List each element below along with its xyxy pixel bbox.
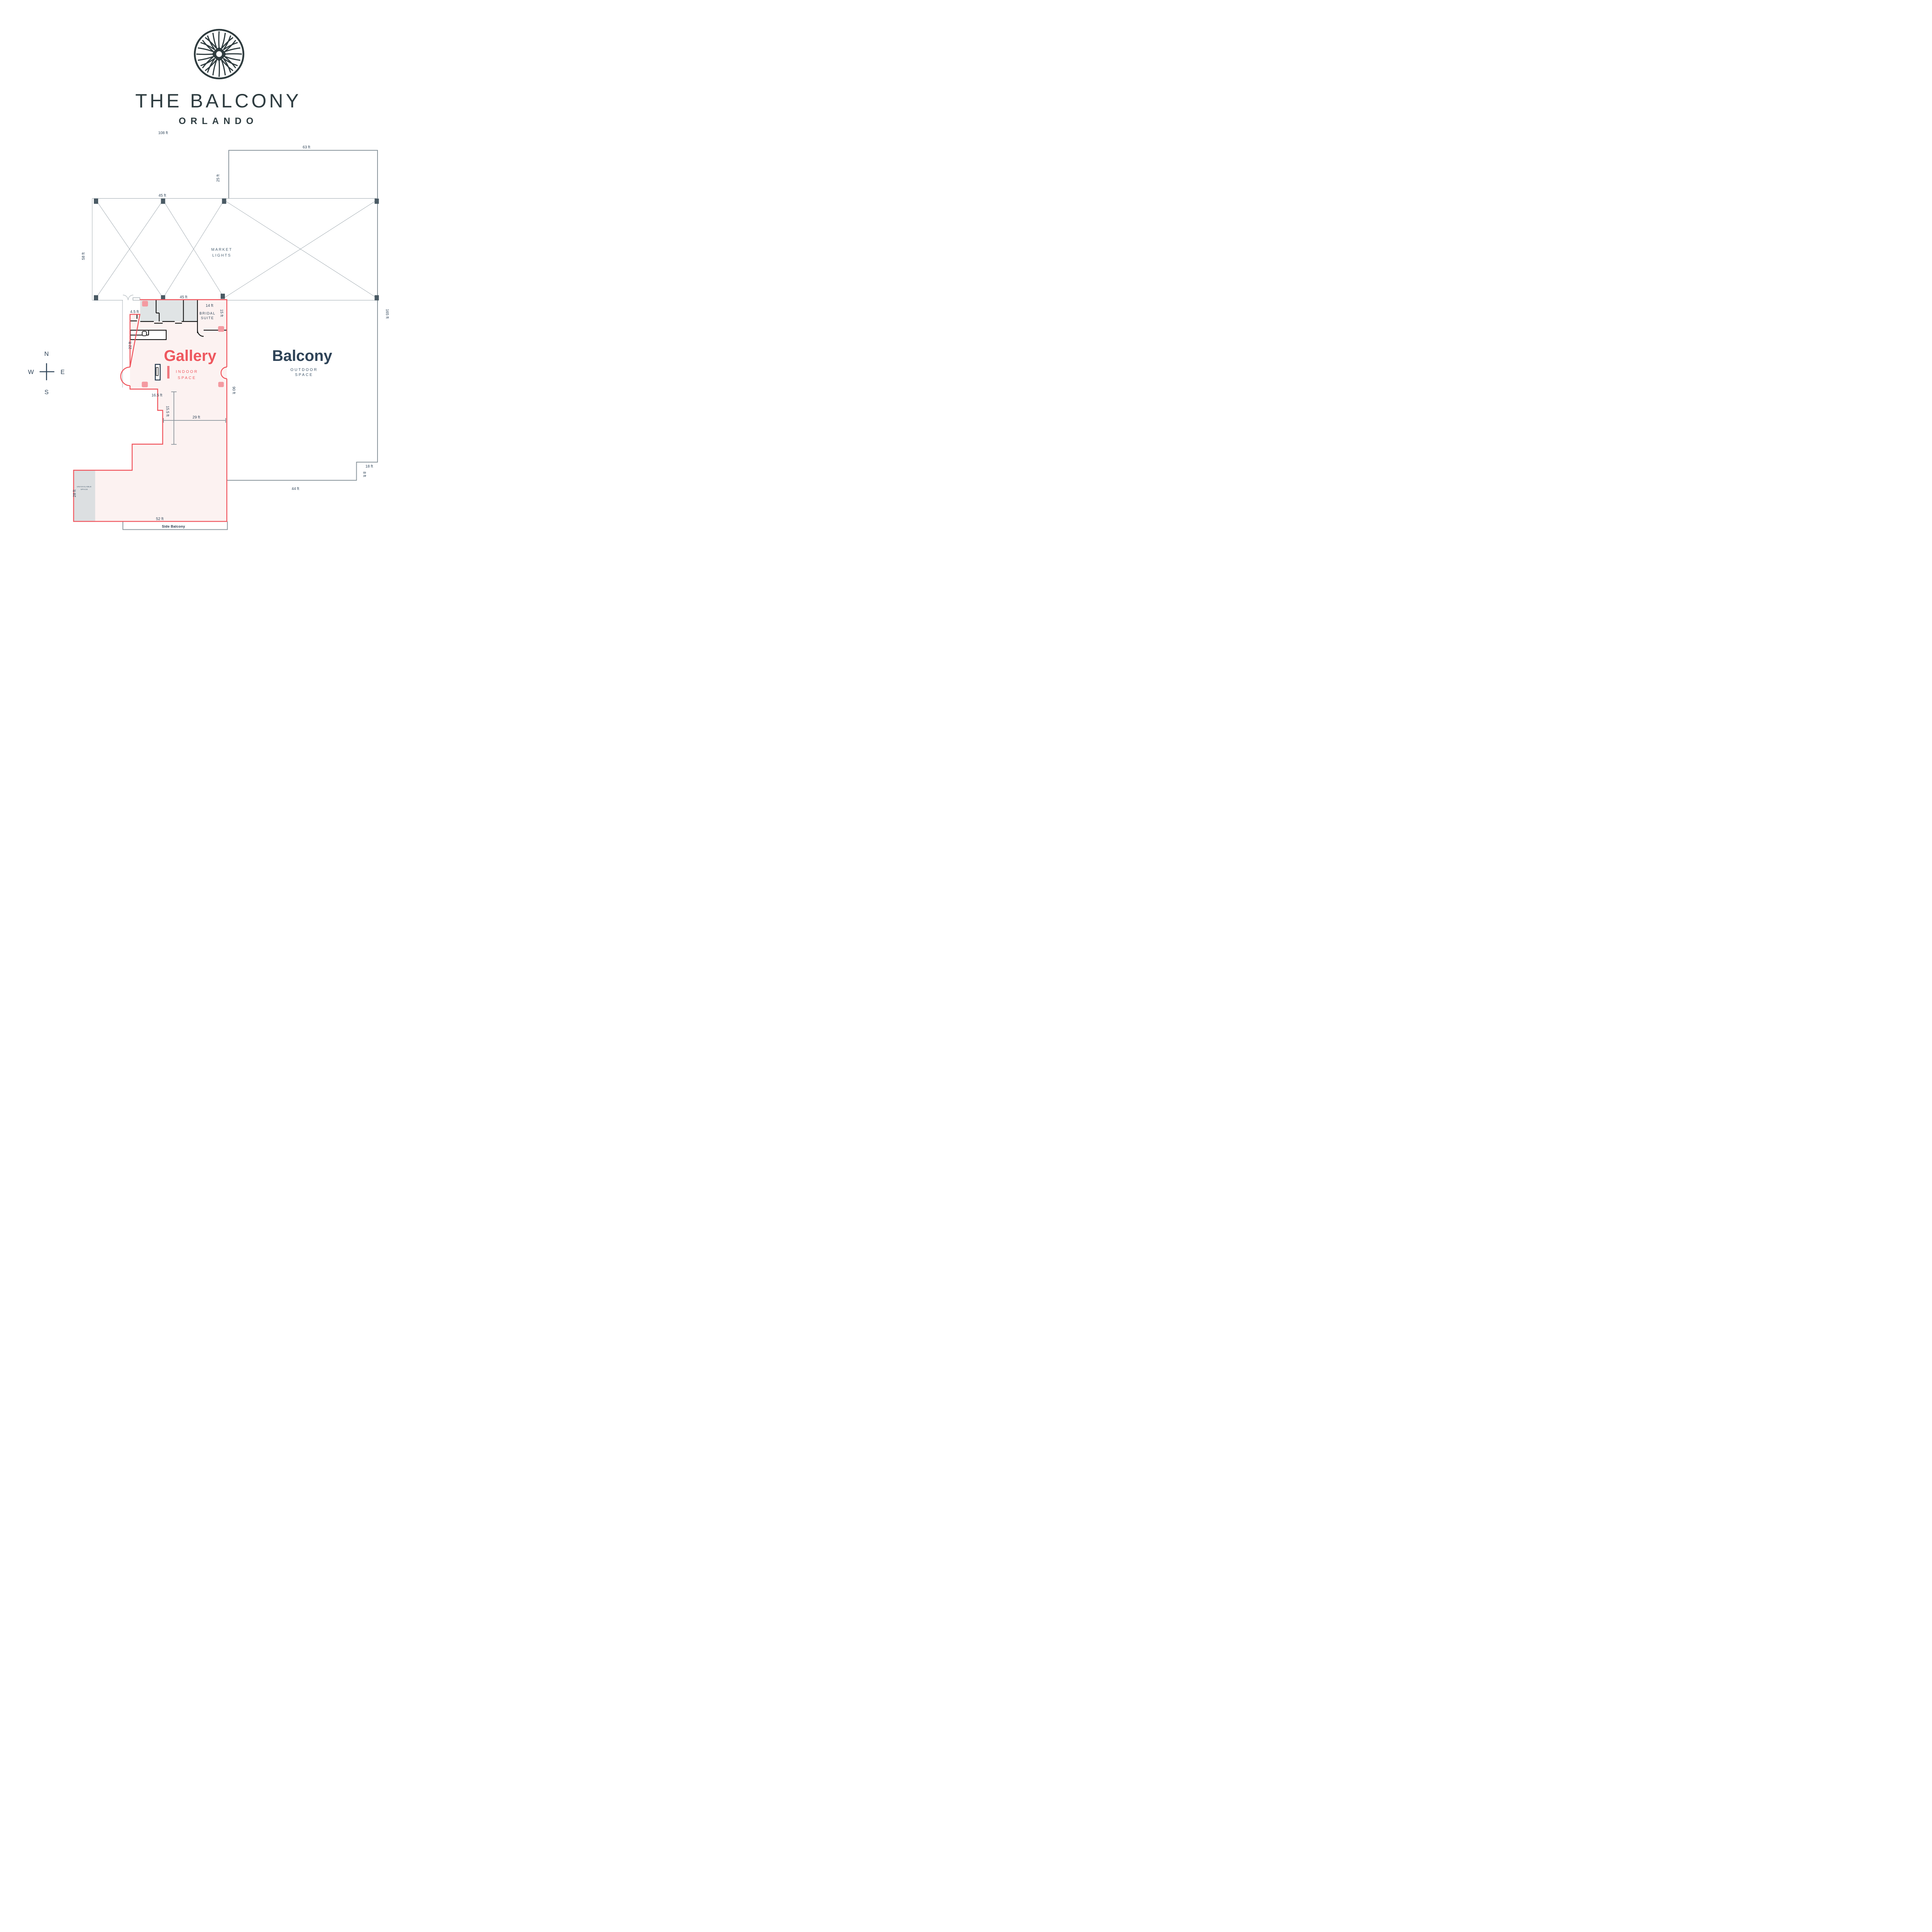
compass: N W E S [28,351,65,396]
speaker-markers [141,301,224,388]
dim-corridor-height: 15.5 ft [165,406,170,417]
side-balcony-strip: Side Balcony [122,521,228,530]
compass-north: N [44,351,49,357]
gallery-subtitle-line2: SPACE [178,376,196,380]
venue-subtitle: ORLANDO [179,116,258,126]
vestibule-walls [130,315,138,321]
compass-south: S [44,389,49,396]
gallery-outline [73,299,228,522]
unavailable-space [74,470,95,521]
dim-building-bottom: 52 ft [156,517,164,521]
dim-market-left: 58 ft [82,252,86,260]
unavailable-label-line1: UNAVAILABLE [77,486,92,488]
dim-gallery-top: 45 ft [180,295,187,299]
dim-bridal-width: 14 ft [206,304,213,308]
dim-market-top: 45 ft [158,194,166,198]
room-walls [140,300,227,337]
floor-plan: THE BALCONY ORLANDO Side [28,29,389,530]
door-bar [167,366,170,379]
compass-east: E [61,369,65,376]
balcony-subtitle-line1: OUTDOOR [291,368,318,372]
dim-entry: 4.5 ft [130,310,139,314]
market-light-posts [94,199,379,301]
display-table [155,364,161,381]
dim-balcony-right: 165 ft [385,309,389,318]
dim-balcony-left-gap: 25 ft [216,174,221,182]
balcony-title: Balcony [272,347,332,364]
dim-bridal-height: 15 ft [219,309,224,317]
dim-balcony-top: 63 ft [303,145,310,150]
dim-step-height: 8 ft [362,472,366,477]
gallery-title: Gallery [164,347,216,364]
market-light-strings [92,198,377,388]
bridal-suite-label-line2: SUITE [201,316,214,320]
dim-gallery-right: 90 ft [231,386,236,394]
balcony-subtitle-line2: SPACE [295,373,313,377]
dim-plan-top: 108 ft [158,131,168,135]
dim-corridor-width: 29 ft [192,415,200,420]
dim-lower-left: 28 ft [73,490,77,497]
venue-title: THE BALCONY [135,90,301,112]
dim-gallery-step: 16.5 ft [151,393,162,398]
dim-balcony-bottom: 44 ft [292,487,299,491]
gallery-floor [73,299,227,522]
bridal-suite-label-line1: BRIDAL [199,311,216,315]
gallery-door-arcs [120,366,227,386]
compass-west: W [28,369,34,376]
market-lights-label-line2: LIGHTS [212,253,231,258]
venue-logo-icon [194,29,245,80]
gallery-subtitle-line1: INDOOR [176,370,198,374]
unavailable-label-line2: SPACE [81,488,88,491]
market-door-arcs [122,295,140,301]
dim-step-width: 18 ft [366,464,373,469]
sink-icon [142,331,147,336]
dimension-lines [163,391,226,445]
storage-rooms [140,300,197,321]
market-lights-label-line1: MARKET [211,248,233,252]
balcony-outline [227,150,378,481]
side-balcony-label: Side Balcony [162,525,185,529]
dim-kitchen-wall: 22 ft [128,342,133,349]
